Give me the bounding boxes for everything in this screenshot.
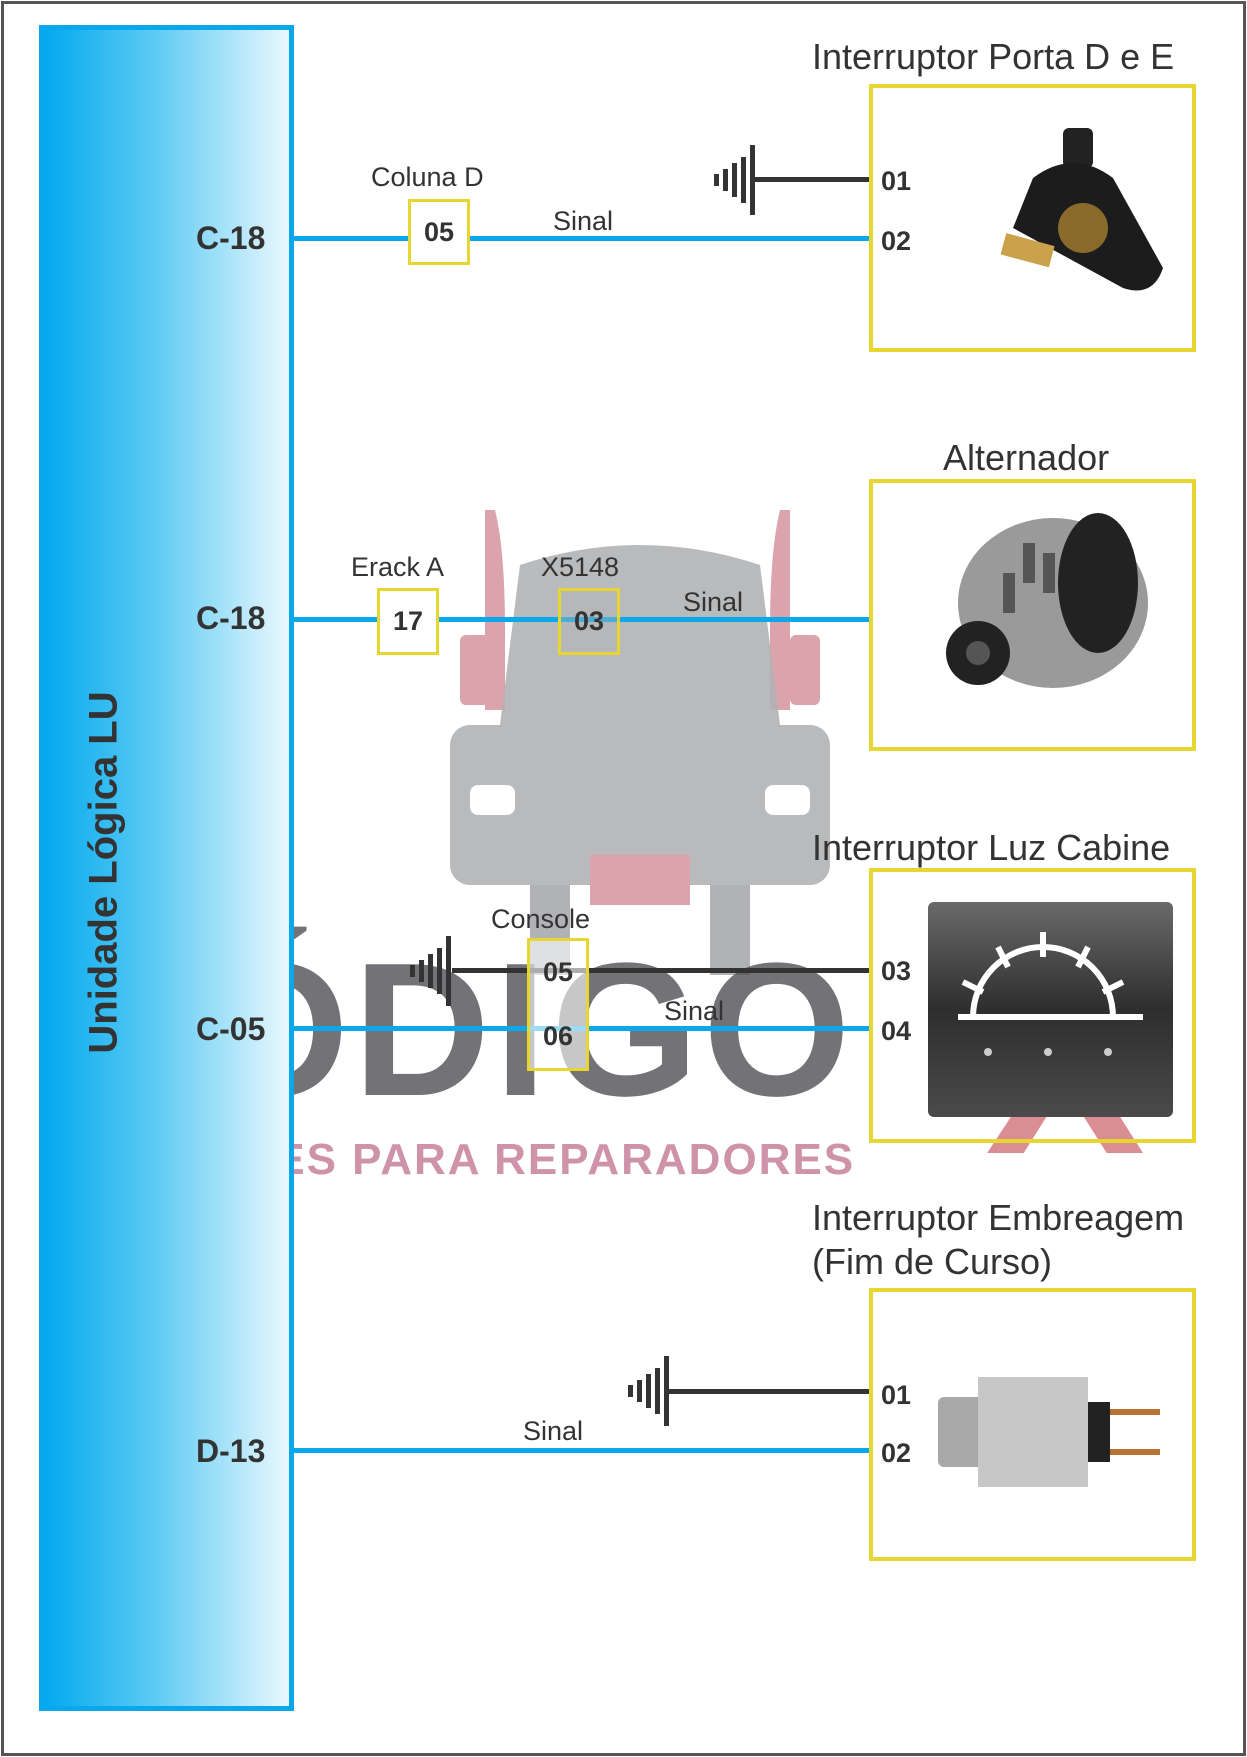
- ground-wire: [452, 968, 869, 973]
- wire-label: Sinal: [683, 587, 744, 617]
- component-title: Interruptor Embreagem(Fim de Curso): [812, 1196, 1184, 1284]
- terminal-pin: 03: [881, 956, 912, 986]
- wire-label: Sinal: [664, 996, 725, 1026]
- wire-label: Sinal: [523, 1416, 584, 1446]
- component-title: Alternador: [943, 437, 1110, 478]
- door-switch-image: [1000, 128, 1163, 291]
- logic-unit-label: Unidade Lógica LU: [81, 691, 126, 1054]
- connector-x5148: 03: [558, 588, 620, 655]
- terminal-pin: 01: [881, 1380, 912, 1410]
- ground-icon: [628, 1356, 669, 1426]
- connector-coluna-d: 05: [408, 199, 470, 265]
- terminal-pin: 02: [881, 1438, 912, 1468]
- connector-name: Erack A: [351, 552, 445, 582]
- connector-pin: 05: [423, 216, 455, 247]
- connector-name: X5148: [541, 552, 620, 582]
- unit-pin-c05: C-05: [196, 1011, 266, 1047]
- clutch-switch-image: [938, 1377, 1160, 1487]
- connector-pin: 03: [573, 606, 605, 636]
- ground-icon: [714, 145, 755, 215]
- component-door-switch: 01 02: [869, 84, 1196, 352]
- unit-pin-c18-b: C-18: [196, 600, 266, 636]
- signal-wire: [294, 617, 869, 622]
- unit-pin-c18-a: C-18: [196, 220, 266, 256]
- ground-wire: [755, 177, 869, 182]
- connector-name: Coluna D: [371, 162, 484, 192]
- ground-wire: [669, 1389, 869, 1394]
- component-title: Interruptor Porta D e E: [812, 36, 1175, 77]
- alternator-image: [946, 513, 1148, 688]
- connector-pin: 05: [542, 957, 574, 988]
- component-title: Interruptor Luz Cabine: [812, 827, 1171, 868]
- terminal-pin: 01: [881, 166, 912, 196]
- unit-pin-d13: D-13: [196, 1433, 266, 1469]
- component-cabin-light-switch: 03 04: [869, 868, 1196, 1143]
- connector-erack-a: 17: [377, 588, 439, 655]
- terminal-pin: 02: [881, 226, 912, 256]
- signal-wire: [294, 1448, 869, 1453]
- component-title-line: (Fim de Curso): [812, 1241, 1053, 1282]
- connector-console: 05 06: [527, 938, 589, 1071]
- signal-wire: [294, 236, 869, 241]
- ground-icon: [410, 936, 451, 1006]
- terminal-pin: 04: [881, 1016, 912, 1046]
- cabin-light-icon: [928, 902, 1173, 1117]
- component-title-line: Interruptor Embreagem: [812, 1197, 1185, 1238]
- component-alternator: [869, 479, 1196, 751]
- connector-name: Console: [491, 904, 591, 934]
- connector-pin: 06: [542, 1020, 574, 1051]
- wire-label: Sinal: [553, 206, 614, 236]
- connector-pin: 17: [392, 606, 424, 636]
- component-clutch-switch: 01 02: [869, 1288, 1196, 1561]
- logic-unit-block: Unidade Lógica LU: [39, 25, 294, 1711]
